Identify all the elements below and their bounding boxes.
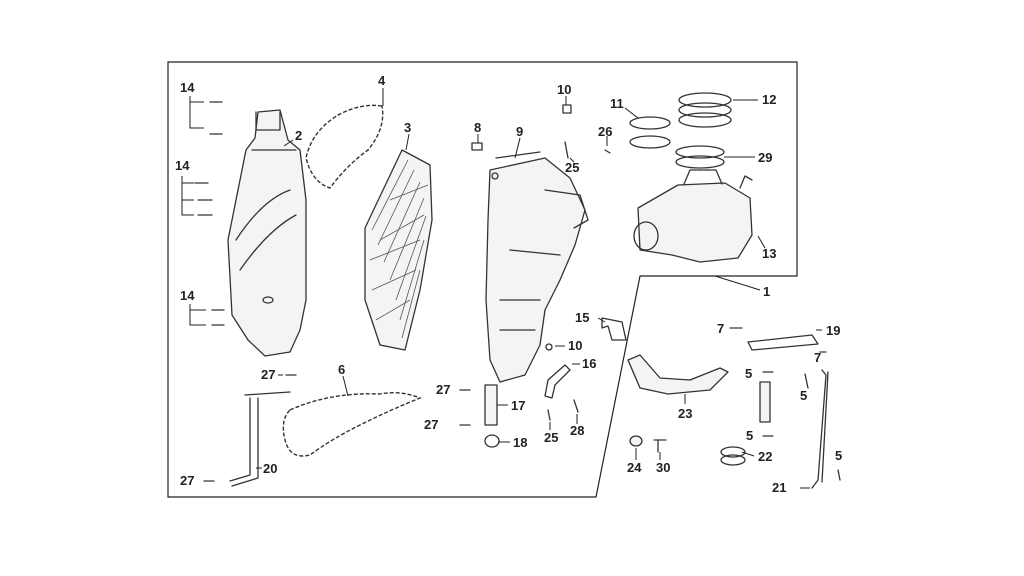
callout-24: 24 [627, 460, 642, 475]
callout-10: 10 [568, 338, 582, 353]
bracket-plate [747, 334, 819, 351]
clamp-ring-small [629, 116, 671, 149]
callout-19: 19 [826, 323, 840, 338]
callout-5: 5 [745, 366, 752, 381]
small-screws [194, 101, 841, 482]
callouts: 14 14 14 2 4 3 8 9 10 25 26 11 12 29 13 … [175, 73, 842, 495]
support-strap [627, 354, 729, 395]
callout-18: 18 [513, 435, 527, 450]
callout-25: 25 [544, 430, 558, 445]
callout-14: 14 [175, 158, 190, 173]
callout-7: 7 [814, 350, 821, 365]
callout-4: 4 [378, 73, 386, 88]
callout-27: 27 [261, 367, 275, 382]
callout-11: 11 [610, 96, 624, 111]
breather-tube [811, 369, 829, 489]
callout-13: 13 [762, 246, 776, 261]
breather-hose-section [759, 381, 771, 423]
callout-14: 14 [180, 288, 195, 303]
callout-10: 10 [557, 82, 571, 97]
callout-30: 30 [656, 460, 670, 475]
callout-5: 5 [835, 448, 842, 463]
intake-manifold [633, 169, 753, 263]
air-box-body [485, 151, 589, 383]
hose-clip [484, 434, 500, 448]
callout-7: 7 [717, 321, 724, 336]
air-box-cover [227, 109, 307, 357]
callout-8: 8 [474, 120, 481, 135]
callout-15: 15 [575, 310, 589, 325]
small-bracket [544, 364, 571, 399]
callout-25: 25 [565, 160, 579, 175]
callout-23: 23 [678, 406, 692, 421]
lower-gasket [282, 391, 422, 457]
callout-2: 2 [295, 128, 302, 143]
callout-16: 16 [582, 356, 596, 371]
callout-28: 28 [570, 423, 584, 438]
callout-6: 6 [338, 362, 345, 377]
callout-17: 17 [511, 398, 525, 413]
washer [629, 435, 643, 447]
callout-1: 1 [763, 284, 770, 299]
callout-14: 14 [180, 80, 195, 95]
callout-27: 27 [180, 473, 194, 488]
callout-9: 9 [516, 124, 523, 139]
callout-3: 3 [404, 120, 411, 135]
short-hose [484, 384, 498, 426]
drain-hose [229, 391, 291, 487]
callout-5: 5 [746, 428, 753, 443]
screw [653, 439, 667, 453]
mounting-bracket [601, 317, 627, 341]
leader-lines [181, 88, 822, 489]
hose-clamp-rings [678, 92, 732, 128]
callout-22: 22 [758, 449, 772, 464]
second-clamp [675, 145, 725, 169]
callout-27: 27 [436, 382, 450, 397]
callout-21: 21 [772, 480, 786, 495]
cover-seal-gasket [305, 104, 384, 189]
air-filter-element [364, 149, 433, 351]
callout-12: 12 [762, 92, 776, 107]
callout-29: 29 [758, 150, 772, 165]
callout-27: 27 [424, 417, 438, 432]
callout-20: 20 [263, 461, 277, 476]
assembly-boundary [167, 61, 798, 498]
callout-5: 5 [800, 388, 807, 403]
callout-26: 26 [598, 124, 612, 139]
spring-clamp [720, 446, 746, 466]
